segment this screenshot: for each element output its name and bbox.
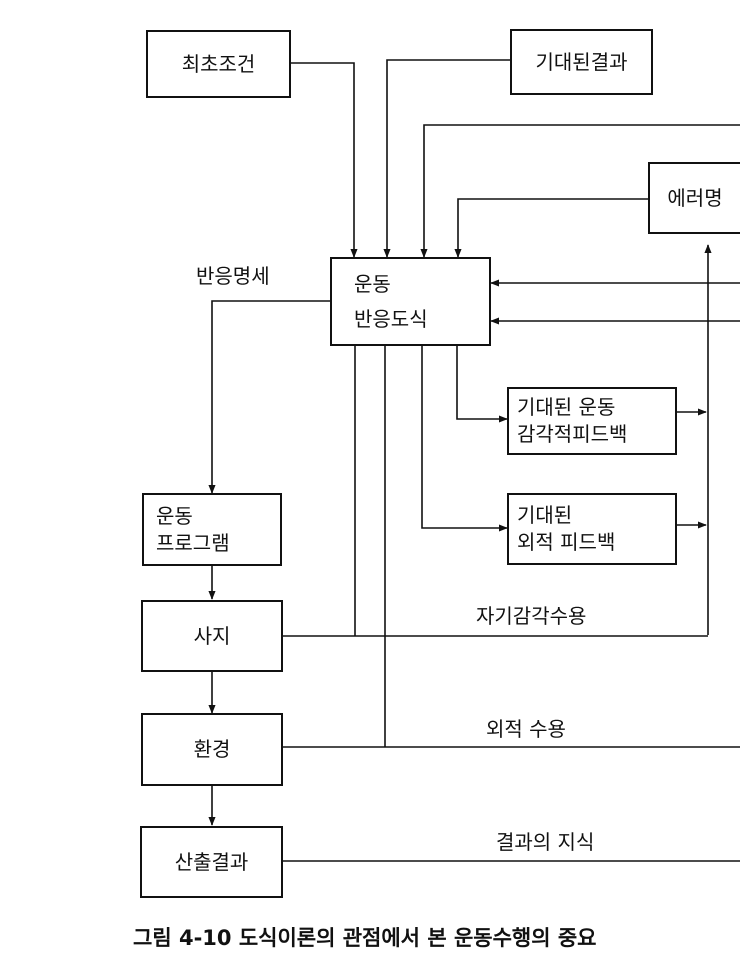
external-reception-label: 외적 수용 <box>486 717 566 741</box>
knowledge-of-results-label: 결과의 지식 <box>496 830 595 854</box>
environment-text: 환경 <box>193 737 231 761</box>
sensory-feedback-line-1: 기대된 운동 <box>517 395 616 419</box>
initial-condition-text: 최초조건 <box>181 51 256 76</box>
limb-box: 사지 <box>141 600 283 672</box>
proprioception-label: 자기감각수용 <box>476 604 587 628</box>
sensory-feedback-line-2: 감각적피드백 <box>517 422 628 446</box>
expected-result-box: 기대된결과 <box>510 29 653 95</box>
external-feedback-box: 기대된 외적 피드백 <box>507 493 677 565</box>
figure-caption: 그림 4-10 도식이론의 관점에서 본 운동수행의 중요 <box>133 926 597 950</box>
arrow-schema-to-external <box>421 346 508 532</box>
external-feedback-line-2: 외적 피드백 <box>517 530 616 554</box>
output-result-box: 산출결과 <box>140 826 283 898</box>
output-result-text: 산출결과 <box>174 849 249 874</box>
response-spec-label: 반응명세 <box>196 264 270 288</box>
initial-condition-box: 최초조건 <box>146 30 291 98</box>
sensory-feedback-box: 기대된 운동 감각적피드백 <box>507 387 677 455</box>
arrow-schema-to-program <box>208 300 330 494</box>
motor-program-line-1: 운동 <box>156 503 193 528</box>
external-feedback-line-1: 기대된 <box>517 503 573 527</box>
expected-result-text: 기대된결과 <box>535 49 628 74</box>
error-label-text: 에러명 <box>667 185 723 210</box>
arrow-initial-to-schema <box>290 62 358 258</box>
limb-text: 사지 <box>193 623 231 648</box>
arrow-loop-to-schema <box>420 124 740 258</box>
arrow-expected-to-schema <box>383 59 510 258</box>
motor-program-box: 운동 프로그램 <box>142 493 282 566</box>
environment-box: 환경 <box>141 713 283 786</box>
error-label-box: 에러명 <box>648 162 740 234</box>
schema-line-2: 반응도식 <box>354 306 428 331</box>
schema-box: 운동 반응도식 <box>330 257 491 346</box>
motor-program-line-2: 프로그램 <box>156 530 230 555</box>
arrow-error-to-schema <box>454 198 650 258</box>
schema-line-1: 운동 <box>354 271 391 296</box>
arrow-schema-to-sensory <box>456 346 508 423</box>
